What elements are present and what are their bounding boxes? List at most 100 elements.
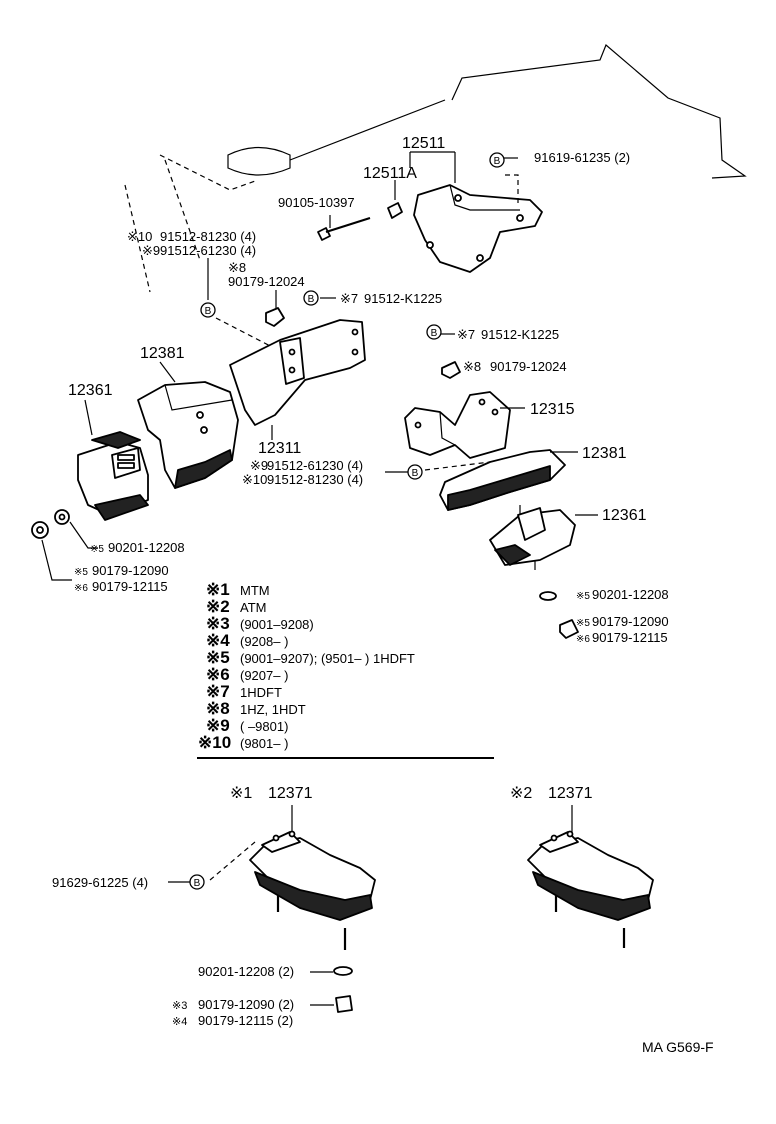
- mark-8-right: ※8: [463, 359, 481, 374]
- label-12315: 12315: [530, 401, 575, 418]
- label-12361-right: 12361: [602, 507, 647, 524]
- label-91629-61225: 91629-61225 (4): [52, 875, 148, 890]
- mark-5-right-washer: ※5: [576, 591, 590, 602]
- legend-text: (9001–9208): [240, 617, 314, 632]
- legend-text: ( –9801): [240, 719, 288, 734]
- mark-5-right: ※5: [576, 618, 590, 629]
- bottom-washer-nut: [333, 966, 353, 1013]
- legend-text: (9207– ): [240, 668, 288, 683]
- label-90201-12208-right: 90201-12208: [592, 587, 669, 602]
- mark-7-right: ※7: [457, 327, 475, 342]
- label-12511: 12511: [402, 135, 445, 152]
- label-91512-k1225-left: 91512-K1225: [364, 291, 442, 306]
- washer-nut-left: [31, 509, 98, 581]
- insulator-12381-left: [137, 361, 239, 489]
- mark-10-left: ※10: [127, 229, 152, 244]
- mount-12361-left: [77, 399, 149, 521]
- legend-text: (9801– ): [240, 736, 288, 751]
- label-12511a: 12511A: [363, 165, 417, 182]
- washer-nut-right: [539, 591, 579, 639]
- label-90179-12115-bottom: 90179-12115 (2): [198, 1013, 293, 1028]
- mark-9-right: ※9: [250, 458, 268, 473]
- mount-12371-atm: [527, 805, 654, 948]
- svg-text:B: B: [194, 878, 201, 889]
- svg-text:B: B: [494, 156, 501, 167]
- mark-2-atm: ※2: [510, 785, 532, 802]
- legend-mark: ※7: [206, 682, 230, 701]
- legend-mark: ※5: [206, 648, 230, 667]
- legend: ※1 MTM ※2 ATM ※3 (9001–9208) ※4 (9208– ) ※5 (9001…: [198, 580, 415, 752]
- b-marker-7-right: B: [426, 324, 455, 340]
- mark-5-left-washer: ※5: [90, 544, 104, 555]
- mark-1-mtm: ※1: [230, 785, 252, 802]
- label-12371-atm: 12371: [548, 785, 593, 802]
- label-91512-61230-left: 91512-61230 (4): [160, 243, 256, 258]
- b-marker-right: B: [407, 464, 423, 480]
- legend-mark: ※10: [198, 733, 231, 752]
- legend-text: 1HZ, 1HDT: [240, 702, 306, 717]
- mark-7-left: ※7: [340, 291, 358, 306]
- label-90179-12115-right: 90179-12115: [592, 630, 668, 645]
- mark-5-left: ※5: [74, 567, 88, 578]
- mark-9-left: ※9: [142, 243, 160, 258]
- mark-3: ※3: [172, 1000, 187, 1012]
- b-marker-bottom: B: [168, 874, 205, 890]
- mount-12371-mtm: [209, 805, 376, 950]
- leader-dashes: [207, 258, 336, 351]
- svg-text:B: B: [431, 328, 438, 339]
- label-12361-left: 12361: [68, 382, 113, 399]
- label-90179-12090-right: 90179-12090: [592, 614, 669, 629]
- legend-mark: ※3: [206, 614, 230, 633]
- mark-8-left: ※8: [228, 260, 246, 275]
- mark-6-right: ※6: [576, 634, 590, 645]
- b-marker-top: B: [489, 152, 518, 168]
- label-91512-81230-left: 91512-81230 (4): [160, 229, 256, 244]
- legend-text: (9208– ): [240, 634, 288, 649]
- mark-10-right: ※10: [242, 472, 267, 487]
- svg-text:B: B: [308, 294, 315, 305]
- legend-text: ATM: [240, 600, 266, 615]
- label-90201-12208-bottom: 90201-12208 (2): [198, 964, 294, 979]
- mark-4: ※4: [172, 1016, 187, 1028]
- b-marker-left: B: [200, 302, 216, 318]
- nut-90179-12024-left: [265, 307, 285, 327]
- legend-mark: ※9: [206, 716, 230, 735]
- label-12381-left: 12381: [140, 345, 185, 362]
- nut-90179-12024-right: [441, 361, 461, 379]
- legend-mark: ※4: [206, 631, 230, 650]
- label-91512-61230-right: 91512-61230 (4): [267, 458, 363, 473]
- label-90179-12024-right: 90179-12024: [490, 359, 567, 374]
- label-90179-12090-bottom: 90179-12090 (2): [198, 997, 294, 1012]
- mark-6-left: ※6: [74, 583, 88, 594]
- figure-code: MA G569-F: [642, 1039, 714, 1055]
- legend-mark: ※6: [206, 665, 230, 684]
- label-91512-k1225-right: 91512-K1225: [481, 327, 559, 342]
- label-90179-12115-left: 90179-12115: [92, 579, 168, 594]
- svg-text:B: B: [412, 468, 419, 479]
- label-90201-12208-left: 90201-12208: [108, 540, 185, 555]
- engine-outline: [124, 44, 747, 293]
- bracket-12311: [229, 319, 366, 440]
- bracket-12315: [404, 391, 525, 459]
- label-12381-right: 12381: [582, 445, 627, 462]
- legend-mark: ※1: [206, 580, 230, 599]
- bracket-12511: [387, 151, 543, 273]
- legend-text: (9001–9207); (9501– ) 1HDFT: [240, 651, 415, 666]
- label-90179-12024-left: 90179-12024: [228, 274, 305, 289]
- label-12371-mtm: 12371: [268, 785, 313, 802]
- label-90105-10397: 90105-10397: [278, 195, 355, 210]
- b-marker-7-left: B: [303, 290, 319, 306]
- screw-90105: [317, 215, 371, 241]
- mount-12361-right: [489, 505, 598, 570]
- insulator-12381-right: [424, 449, 578, 511]
- legend-text: MTM: [240, 583, 270, 598]
- label-90179-12090-left: 90179-12090: [92, 563, 169, 578]
- legend-mark: ※2: [206, 597, 230, 616]
- label-12311: 12311: [258, 440, 301, 457]
- legend-text: 1HDFT: [240, 685, 282, 700]
- label-91619-61235: 91619-61235 (2): [534, 150, 630, 165]
- legend-mark: ※8: [206, 699, 230, 718]
- label-91512-81230-right: 91512-81230 (4): [267, 472, 363, 487]
- svg-text:B: B: [205, 306, 212, 317]
